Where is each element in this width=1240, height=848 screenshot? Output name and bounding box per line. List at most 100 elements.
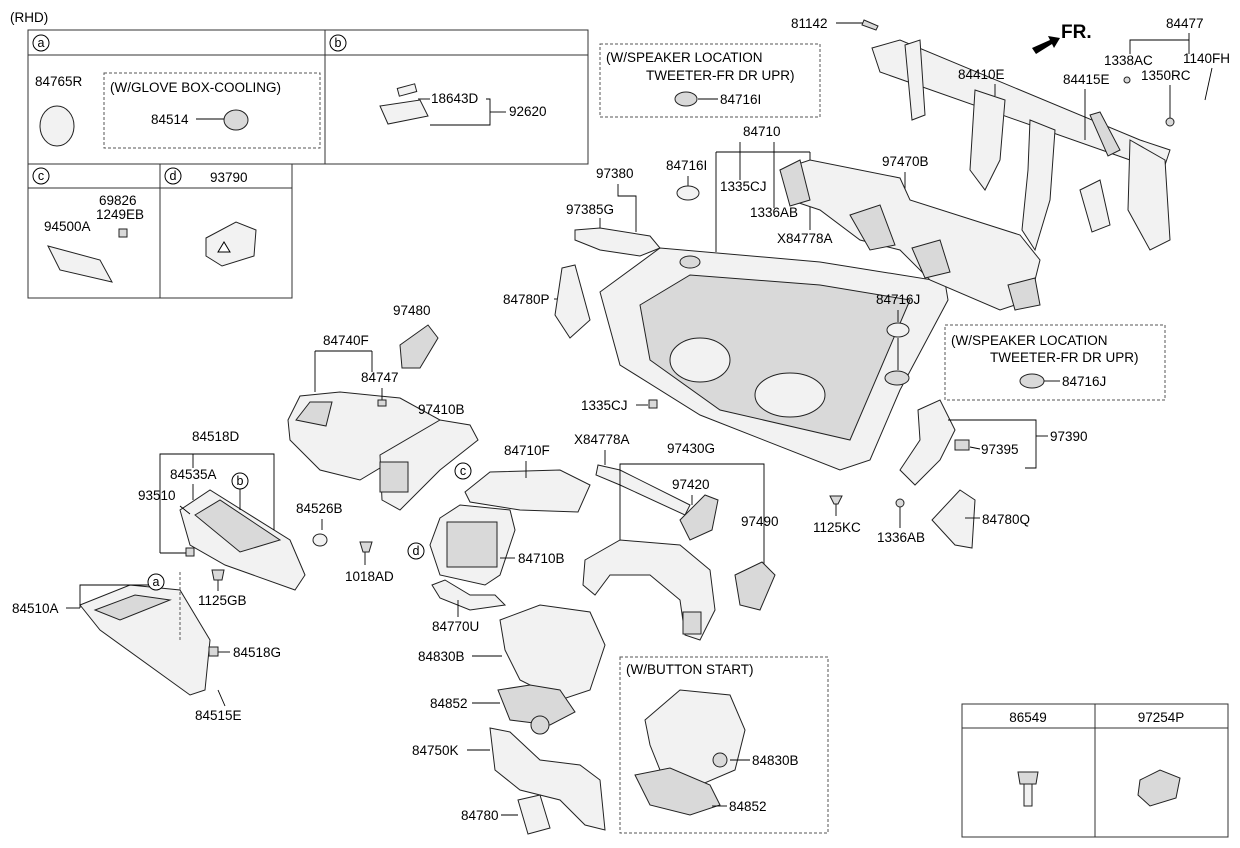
speaker-note-1-line1: (W/SPEAKER LOCATION bbox=[606, 50, 763, 65]
label-84780P: 84780P bbox=[503, 292, 550, 307]
label-1350RC: 1350RC bbox=[1141, 68, 1191, 83]
ref-a-marker: a bbox=[153, 575, 160, 589]
label-1018AD: 1018AD bbox=[345, 569, 394, 584]
label-X84778A-b: X84778A bbox=[574, 432, 630, 447]
label-84740F: 84740F bbox=[323, 333, 369, 348]
vent-97380-shape bbox=[574, 227, 661, 257]
speaker-note-2-part: 84716J bbox=[1062, 374, 1106, 389]
label-84765R: 84765R bbox=[35, 74, 83, 89]
label-97395: 97395 bbox=[981, 442, 1019, 457]
fascia-84710B-shape: d 84710B bbox=[407, 504, 565, 586]
label-1140FH: 1140FH bbox=[1183, 51, 1230, 66]
detail-box-c: c 69826 1249EB 94500A bbox=[32, 167, 144, 283]
cover-84780-shape bbox=[517, 794, 551, 835]
front-direction-arrow: FR. bbox=[1032, 22, 1092, 54]
side-cover-84780Q-shape bbox=[931, 489, 976, 549]
label-84710: 84710 bbox=[743, 124, 781, 139]
label-84716J: 84716J bbox=[876, 292, 920, 307]
speaker-note-1: (W/SPEAKER LOCATION TWEETER-FR DR UPR) 8… bbox=[599, 43, 821, 118]
label-84716I: 84716I bbox=[666, 158, 707, 173]
label-92620: 92620 bbox=[509, 104, 547, 119]
speaker-note-2: (W/SPEAKER LOCATION TWEETER-FR DR UPR) 8… bbox=[944, 324, 1166, 401]
label-84510A: 84510A bbox=[12, 601, 59, 616]
box-d-letter: d bbox=[170, 169, 177, 183]
side-cover-84780P-shape bbox=[554, 264, 591, 339]
fastener-table: 86549 97254P bbox=[961, 703, 1229, 838]
glove-box-housing-84518D-shape bbox=[179, 489, 306, 591]
label-84770U: 84770U bbox=[432, 619, 479, 634]
label-84514: 84514 bbox=[151, 112, 189, 127]
cap-84765R-shape bbox=[39, 105, 75, 147]
ref-b-marker: b bbox=[237, 474, 244, 488]
callouts-center: X84778A 97430G 97420 97490 bbox=[574, 432, 779, 611]
detail-box-d: d 93790 bbox=[164, 167, 257, 267]
label-93790: 93790 bbox=[210, 170, 248, 185]
detail-box-b: b 18643D 92620 bbox=[329, 34, 547, 126]
label-84852: 84852 bbox=[430, 696, 468, 711]
label-1249EB: 1249EB bbox=[96, 207, 144, 222]
callouts-glove-housing: 84518D 84535A 93510 b 84526B 1125GB 1018… bbox=[138, 429, 394, 608]
duct-97470B-shape bbox=[779, 159, 1041, 311]
vent-97390-shape bbox=[899, 399, 970, 486]
speaker-note-2-line2: TWEETER-FR DR UPR) bbox=[990, 350, 1139, 365]
button-start-part1: 84830B bbox=[752, 753, 799, 768]
label-1336AB-a: 1336AB bbox=[750, 205, 798, 220]
glove-box-cooling-note: (W/GLOVE BOX-COOLING) bbox=[110, 80, 281, 95]
label-1335CJ-b: 1335CJ bbox=[581, 398, 628, 413]
box-a-letter: a bbox=[38, 36, 45, 50]
direction-label: FR. bbox=[1061, 22, 1092, 43]
label-1125KC: 1125KC bbox=[813, 520, 861, 535]
button-start-note: (W/BUTTON START) 84830B 84852 bbox=[619, 656, 829, 834]
label-1338AC: 1338AC bbox=[1104, 53, 1153, 68]
label-84477: 84477 bbox=[1166, 16, 1204, 31]
label-18643D: 18643D bbox=[431, 91, 479, 106]
callouts-right: 97390 97395 1125KC 1336AB 84780Q bbox=[813, 419, 1088, 549]
cover-84710F-shape: c 84710F bbox=[454, 443, 591, 513]
crash-pad-84710-shape bbox=[599, 247, 949, 471]
detail-box-a: a 84765R (W/GLOVE BOX-COOLING) 84514 bbox=[32, 34, 321, 149]
label-1125GB: 1125GB bbox=[198, 593, 247, 608]
label-97385G: 97385G bbox=[566, 202, 614, 217]
label-84410E: 84410E bbox=[958, 67, 1005, 82]
label-84780Q: 84780Q bbox=[982, 512, 1030, 527]
box-c-letter: c bbox=[38, 169, 44, 183]
label-1336AB-b: 1336AB bbox=[877, 530, 925, 545]
label-84518D: 84518D bbox=[192, 429, 240, 444]
label-84526B: 84526B bbox=[296, 501, 343, 516]
label-97490: 97490 bbox=[741, 514, 779, 529]
clip-97254P-shape bbox=[1137, 769, 1181, 807]
cluster-fascia-shape bbox=[582, 539, 716, 641]
label-84747: 84747 bbox=[361, 370, 399, 385]
label-84535A: 84535A bbox=[170, 467, 217, 482]
callouts-crossbar: 81142 84477 1338AC 1140FH 84410E 84415E … bbox=[791, 16, 1230, 140]
lower-panel-84750K-shape bbox=[489, 727, 606, 831]
callouts-lower: 84830B 84852 84750K 84780 bbox=[412, 649, 606, 835]
label-84518G: 84518G bbox=[233, 645, 281, 660]
sensor-94500A-shape bbox=[47, 245, 113, 283]
vent-97420-shape bbox=[679, 494, 719, 541]
label-84750K: 84750K bbox=[412, 743, 459, 758]
label-81142: 81142 bbox=[791, 16, 828, 31]
shroud-84830B-shape bbox=[497, 604, 606, 735]
label-97410B: 97410B bbox=[418, 402, 465, 417]
label-97470B: 97470B bbox=[882, 154, 929, 169]
vent-84514-shape bbox=[223, 109, 249, 131]
callouts-crash-pad: 84710 84716I 1335CJ 1336AB X84778A 97470… bbox=[503, 124, 929, 413]
label-69826: 69826 bbox=[99, 193, 137, 208]
callouts-glove-box: 84510A a 84518G 84515E bbox=[12, 572, 281, 723]
label-84830B: 84830B bbox=[418, 649, 465, 664]
switch-92620-shape bbox=[379, 99, 429, 125]
button-start-part2: 84852 bbox=[729, 799, 767, 814]
speaker-note-1-part: 84716I bbox=[720, 92, 761, 107]
label-1335CJ-a: 1335CJ bbox=[720, 179, 767, 194]
label-93510: 93510 bbox=[138, 488, 176, 503]
vent-97480-shape bbox=[399, 324, 439, 369]
fastener-col1: 86549 bbox=[1009, 710, 1047, 725]
label-84780: 84780 bbox=[461, 808, 499, 823]
label-97480: 97480 bbox=[393, 303, 431, 318]
strip-84770U-shape: 84770U bbox=[431, 579, 507, 634]
label-84415E: 84415E bbox=[1063, 72, 1110, 87]
ref-d-marker: d bbox=[413, 544, 420, 558]
box-b-letter: b bbox=[335, 36, 342, 50]
